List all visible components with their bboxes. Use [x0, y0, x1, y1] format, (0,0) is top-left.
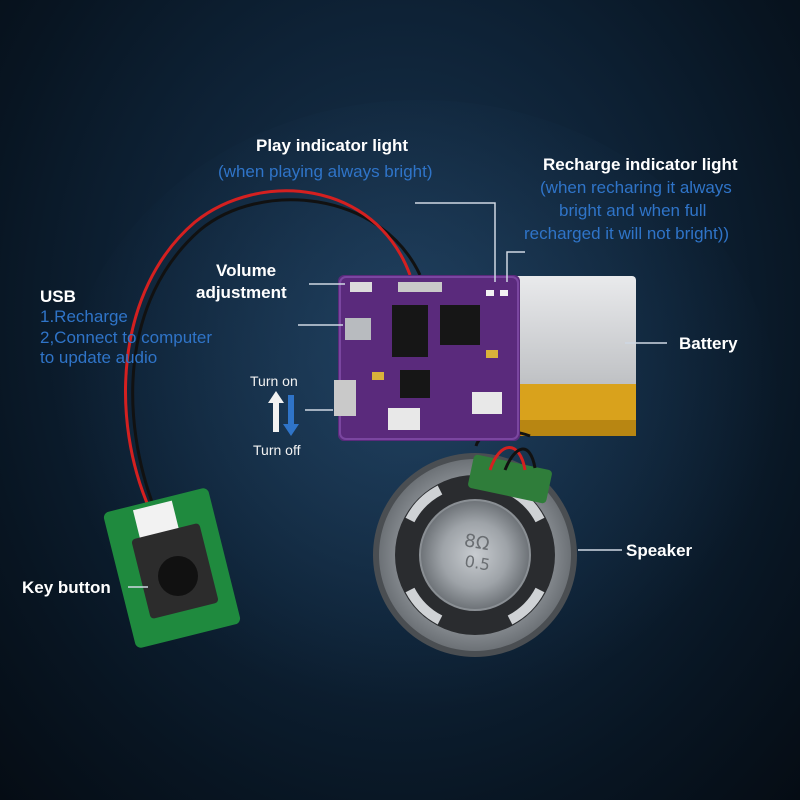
pcb-board	[334, 275, 520, 441]
volume-title-line-1: Volume	[216, 261, 277, 280]
volume-title-line-2: adjustment	[196, 283, 287, 302]
key-button-board	[103, 488, 241, 648]
key-button-label: Key button	[22, 578, 111, 597]
battery	[468, 276, 636, 447]
svg-text:8Ω: 8Ω	[463, 530, 492, 555]
usb-note-line-1: 1.Recharge	[40, 307, 128, 326]
wire-black	[131, 198, 422, 511]
svg-text:0.5: 0.5	[463, 551, 491, 574]
usb-note-line-3: to update audio	[40, 348, 158, 367]
recharge-indicator-title: Recharge indicator light	[543, 155, 738, 174]
battery-label: Battery	[679, 334, 738, 353]
recharge-indicator-note-line-2: bright and when full	[559, 201, 707, 220]
speaker: 8Ω 0.5	[373, 446, 577, 657]
play-indicator-note: (when playing always bright)	[218, 162, 433, 181]
recharge-indicator-note-line-1: (when recharing it always	[540, 178, 732, 197]
usb-title: USB	[40, 287, 76, 306]
play-indicator-title: Play indicator light	[256, 136, 409, 155]
usb-note-line-2: 2,Connect to computer	[40, 328, 212, 347]
switch-arrows-icon	[268, 391, 299, 436]
wire-red	[124, 189, 412, 511]
recharge-indicator-note-line-3: recharged it will not bright))	[524, 224, 730, 243]
speaker-label: Speaker	[626, 541, 693, 560]
leader-lines	[128, 202, 667, 588]
switch-turn-off-label: Turn off	[253, 442, 301, 458]
switch-turn-on-label: Turn on	[250, 373, 298, 389]
